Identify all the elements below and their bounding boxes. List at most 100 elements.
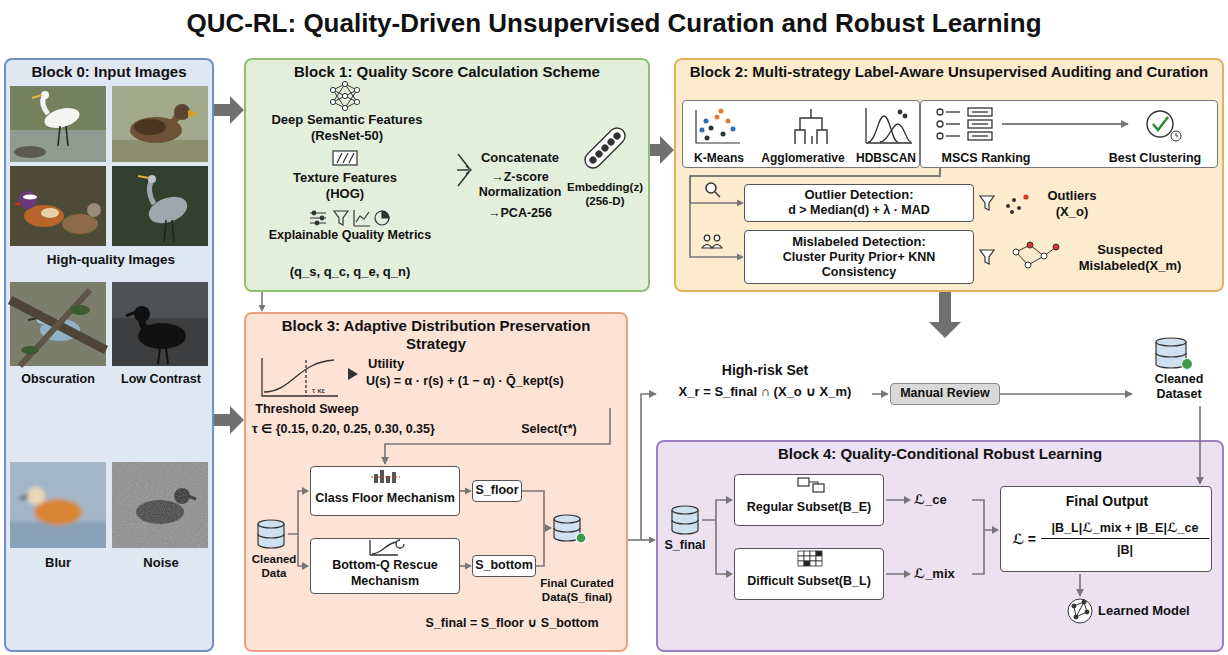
art-shape	[1010, 210, 1014, 214]
art-shape	[457, 154, 469, 186]
text-label: Difficult Subset(B_L)	[739, 574, 879, 589]
connector	[650, 136, 674, 164]
text-label: Final Output	[1001, 493, 1213, 510]
art-shape	[816, 556, 822, 561]
art-shape	[1082, 600, 1086, 604]
art-shape	[375, 211, 389, 225]
art-shape	[903, 114, 907, 118]
text-label: Noise	[110, 555, 212, 571]
text-slot: ℒ_ce	[914, 492, 964, 508]
text-label: Bottom-Q Rescue Mechanism	[315, 558, 455, 589]
art-shape	[798, 556, 804, 561]
arrow-head	[230, 406, 244, 434]
connector-line	[460, 490, 465, 492]
connector	[690, 168, 940, 207]
histogram-icon	[371, 470, 400, 483]
art-shape	[145, 192, 191, 228]
text-label: Block 4: Quality-Conditional Robust Lear…	[664, 445, 1216, 463]
text-label: K-Means	[685, 151, 753, 166]
art-shape	[929, 322, 961, 338]
art-shape	[382, 211, 389, 218]
text-slot: Suspected Mislabeled(X_m)	[1070, 242, 1190, 274]
photo-noise	[112, 462, 208, 548]
text-label: Select(τ*)	[504, 422, 594, 437]
outlier-scatter-icon	[1006, 194, 1029, 214]
text-label: MSCS Ranking	[931, 151, 1041, 166]
text-slot: U(s) = α · r(s) + (1 − α) · Q̄_kept(s)	[366, 374, 624, 389]
art-shape	[174, 488, 190, 504]
connector-line	[214, 414, 230, 426]
branch-lines	[288, 491, 308, 566]
text-slot: Cleaned Dataset	[1136, 372, 1222, 403]
art-shape	[315, 221, 319, 225]
art-shape	[731, 127, 736, 132]
art-shape	[715, 192, 720, 197]
art-shape	[898, 110, 902, 114]
branch-head	[302, 487, 309, 570]
text-slot: Block 2: Multi-strategy Label-Aware Unsu…	[682, 63, 1216, 81]
output-lines	[972, 500, 996, 574]
art-shape	[1053, 244, 1059, 250]
art-shape	[1068, 599, 1092, 623]
quality-icons	[310, 210, 389, 226]
art-shape	[10, 282, 106, 366]
text-slot: S_final = S_floor ∪ S_bottom	[400, 616, 624, 631]
art-shape	[158, 348, 168, 364]
people-icon	[702, 235, 722, 248]
split-lines	[702, 500, 730, 574]
art-shape	[726, 119, 731, 124]
art-shape	[149, 180, 154, 204]
art-shape	[709, 126, 714, 131]
text-label: →PCA-256	[474, 206, 566, 221]
rescue-icon	[370, 540, 404, 555]
text-slot: S_final	[662, 538, 708, 553]
art-shape	[1074, 602, 1087, 617]
art-shape	[1002, 123, 1128, 124]
art-shape	[10, 522, 106, 548]
art-shape	[262, 358, 338, 396]
arrow-head	[465, 488, 472, 495]
connector	[628, 537, 656, 544]
text-label: Embedding(z) (256-D)	[564, 180, 646, 208]
art-shape	[1153, 117, 1168, 130]
text-slot: Select(τ*)	[504, 422, 594, 437]
embedding-icon	[582, 125, 629, 172]
art-shape	[714, 235, 720, 241]
text-label: Block 3: Adaptive Distribution Preservat…	[252, 317, 620, 354]
text-slot: Noise	[110, 555, 212, 571]
subset-box: Difficult Subset(B_L)	[734, 548, 884, 600]
texture-icon	[333, 151, 357, 165]
art-shape	[816, 561, 822, 566]
art-shape	[1074, 615, 1078, 619]
text-slot: τ ∈ {0.15, 0.20, 0.25, 0.30, 0.35}	[252, 422, 486, 437]
art-shape	[172, 112, 180, 124]
art-shape	[1147, 111, 1173, 137]
text-slot: Obscuration	[8, 372, 108, 387]
art-shape	[342, 105, 347, 110]
database-icon	[672, 506, 698, 534]
connector	[460, 488, 472, 495]
art-shape	[13, 202, 20, 206]
art-shape	[36, 312, 48, 324]
art-shape	[130, 117, 182, 143]
text-slot: Final Curated Data(S_final)	[528, 576, 626, 604]
art-shape	[258, 520, 284, 528]
text-slot: Outliers (X_o)	[1034, 188, 1110, 220]
art-shape	[980, 196, 994, 210]
art-shape	[972, 123, 988, 124]
model-icon	[1068, 599, 1092, 623]
art-shape	[1176, 133, 1178, 136]
art-shape	[188, 110, 198, 117]
art-shape	[1072, 604, 1076, 608]
text-label: →Z-score Normalization	[474, 170, 566, 201]
grid-icon	[798, 551, 822, 566]
text-label: Manual Review	[893, 386, 997, 401]
art-shape	[816, 551, 822, 556]
text-label: Cleaned Data	[248, 552, 300, 580]
text-slot: K-Means	[685, 151, 753, 166]
art-shape	[10, 166, 106, 246]
block-arrow-down	[929, 292, 961, 338]
art-shape	[554, 515, 580, 523]
art-shape	[372, 542, 397, 554]
art-shape	[10, 86, 106, 162]
